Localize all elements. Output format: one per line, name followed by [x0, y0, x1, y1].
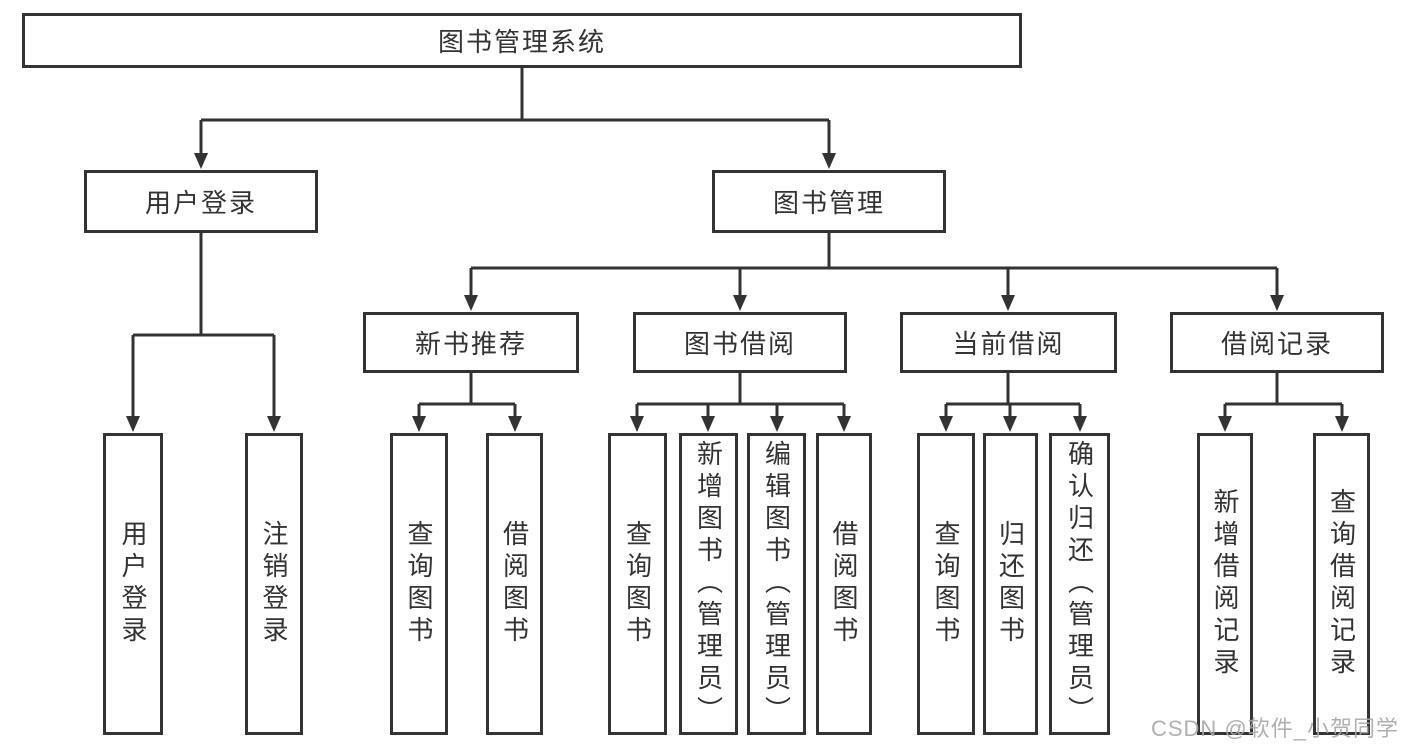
arrowhead: [1270, 295, 1284, 311]
leaf-bb-borrow-books-label: 借阅图书: [829, 520, 859, 648]
leaf-bb-add-books-admin: 新增图书（管理员）: [679, 433, 738, 735]
arrowhead: [770, 416, 784, 432]
leaf-cb-confirm-return-admin: 确认归还（管理员）: [1049, 433, 1110, 735]
node-current-borrowing-label: 当前借阅: [952, 329, 1065, 359]
leaf-logout: 注销登录: [245, 433, 303, 735]
node-user-login-label: 用户登录: [144, 188, 257, 218]
leaf-nbr-query-books: 查询图书: [390, 433, 448, 735]
arrowhead: [194, 153, 208, 169]
arrowhead: [508, 416, 522, 432]
node-borrowing-records-label: 借阅记录: [1220, 329, 1333, 359]
leaf-br-add-record-label: 新增借阅记录: [1210, 488, 1240, 680]
arrowhead: [939, 416, 953, 432]
leaf-br-query-record-label: 查询借阅记录: [1326, 488, 1357, 680]
leaf-nbr-query-books-label: 查询图书: [404, 520, 434, 648]
arrowhead: [1073, 416, 1087, 432]
leaf-br-add-record: 新增借阅记录: [1197, 433, 1253, 735]
arrowhead: [1335, 416, 1349, 432]
leaf-cb-query-books-label: 查询图书: [931, 520, 961, 648]
csdn-watermark: CSDN @软件_小贺同学: [1150, 716, 1399, 741]
connector-paths: [131, 68, 1344, 417]
leaf-nbr-borrow-books: 借阅图书: [486, 433, 543, 735]
arrowhead: [1003, 416, 1017, 432]
node-book-borrowing-label: 图书借阅: [683, 329, 796, 359]
node-book-management-label: 图书管理: [772, 188, 885, 218]
arrowhead: [822, 153, 836, 169]
node-current-borrowing: 当前借阅: [900, 312, 1117, 373]
arrowhead: [1001, 295, 1015, 311]
leaf-bb-borrow-books: 借阅图书: [816, 433, 872, 735]
arrowhead: [464, 295, 478, 311]
arrowhead: [267, 416, 281, 432]
leaf-br-query-record: 查询借阅记录: [1313, 433, 1370, 735]
node-root-label: 图书管理系统: [437, 27, 606, 57]
arrowhead: [837, 416, 851, 432]
leaf-cb-query-books: 查询图书: [917, 433, 975, 735]
leaf-user-login-label: 用户登录: [118, 520, 148, 648]
arrowhead: [126, 416, 140, 432]
arrowhead: [733, 295, 747, 311]
leaf-bb-edit-books-admin: 编辑图书（管理员）: [747, 433, 806, 735]
node-new-book-recommend-label: 新书推荐: [414, 329, 527, 359]
leaf-user-login: 用户登录: [103, 433, 163, 735]
node-book-borrowing: 图书借阅: [633, 312, 847, 373]
leaf-bb-query-books: 查询图书: [608, 433, 667, 735]
leaf-cb-return-books: 归还图书: [983, 433, 1038, 735]
arrowhead: [412, 416, 426, 432]
arrowhead: [1218, 416, 1232, 432]
node-user-login: 用户登录: [84, 170, 318, 233]
node-new-book-recommend: 新书推荐: [363, 312, 579, 373]
node-root: 图书管理系统: [22, 13, 1022, 68]
leaf-cb-return-books-label: 归还图书: [995, 520, 1026, 648]
arrowheads: [126, 153, 1349, 432]
node-borrowing-records: 借阅记录: [1170, 312, 1384, 373]
arrowhead: [701, 416, 715, 432]
leaf-bb-query-books-label: 查询图书: [622, 520, 653, 648]
leaf-cb-confirm-return-admin-label: 确认归还（管理员）: [1064, 440, 1095, 728]
arrowhead: [630, 416, 644, 432]
leaf-bb-add-books-admin-label: 新增图书（管理员）: [693, 440, 724, 728]
leaf-nbr-borrow-books-label: 借阅图书: [499, 520, 530, 648]
leaf-logout-label: 注销登录: [259, 520, 289, 648]
node-book-management: 图书管理: [712, 170, 946, 233]
leaf-bb-edit-books-admin-label: 编辑图书（管理员）: [761, 440, 792, 728]
